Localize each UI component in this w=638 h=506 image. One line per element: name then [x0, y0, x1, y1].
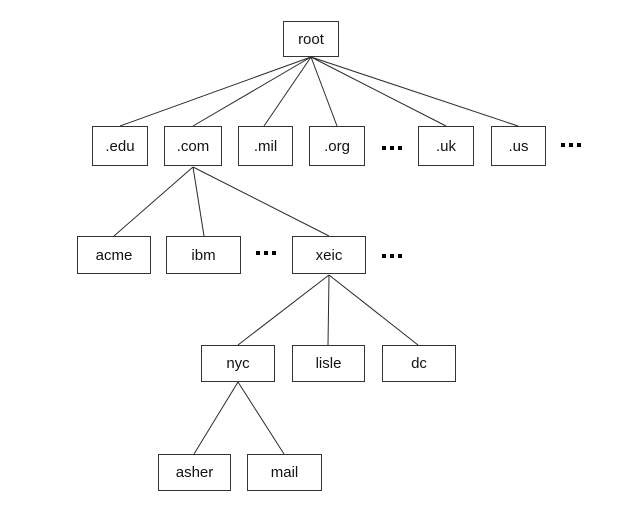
ellipsis-com-middle [256, 251, 276, 255]
node-dc: dc [382, 345, 456, 382]
edge-root-edu [119, 56, 312, 127]
edge-xeic-nyc [237, 274, 330, 346]
ellipsis-tld-middle [382, 146, 402, 150]
node-org: .org [309, 126, 365, 166]
node-nyc: nyc [201, 345, 275, 382]
edge-com-ibm [192, 166, 205, 237]
edge-root-uk [310, 56, 447, 127]
node-acme: acme [77, 236, 151, 274]
node-lisle: lisle [292, 345, 365, 382]
edge-root-org [310, 56, 338, 127]
edge-xeic-lisle [327, 274, 330, 346]
edge-root-mil [263, 56, 312, 127]
edge-nyc-mail [237, 381, 285, 455]
node-mail: mail [247, 454, 322, 491]
edge-xeic-dc [328, 274, 419, 346]
node-us: .us [491, 126, 546, 166]
node-mil: .mil [238, 126, 293, 166]
node-asher: asher [158, 454, 231, 491]
edge-nyc-asher [193, 381, 239, 455]
edge-com-xeic [192, 166, 330, 237]
node-edu: .edu [92, 126, 148, 166]
node-xeic: xeic [292, 236, 366, 274]
node-root: root [283, 21, 339, 57]
node-ibm: ibm [166, 236, 241, 274]
edge-root-com [192, 56, 312, 127]
ellipsis-com-end [382, 254, 402, 258]
ellipsis-tld-end [561, 143, 581, 147]
node-com: .com [164, 126, 222, 166]
node-uk: .uk [418, 126, 474, 166]
edge-com-acme [113, 166, 194, 237]
edge-root-us [310, 56, 519, 127]
